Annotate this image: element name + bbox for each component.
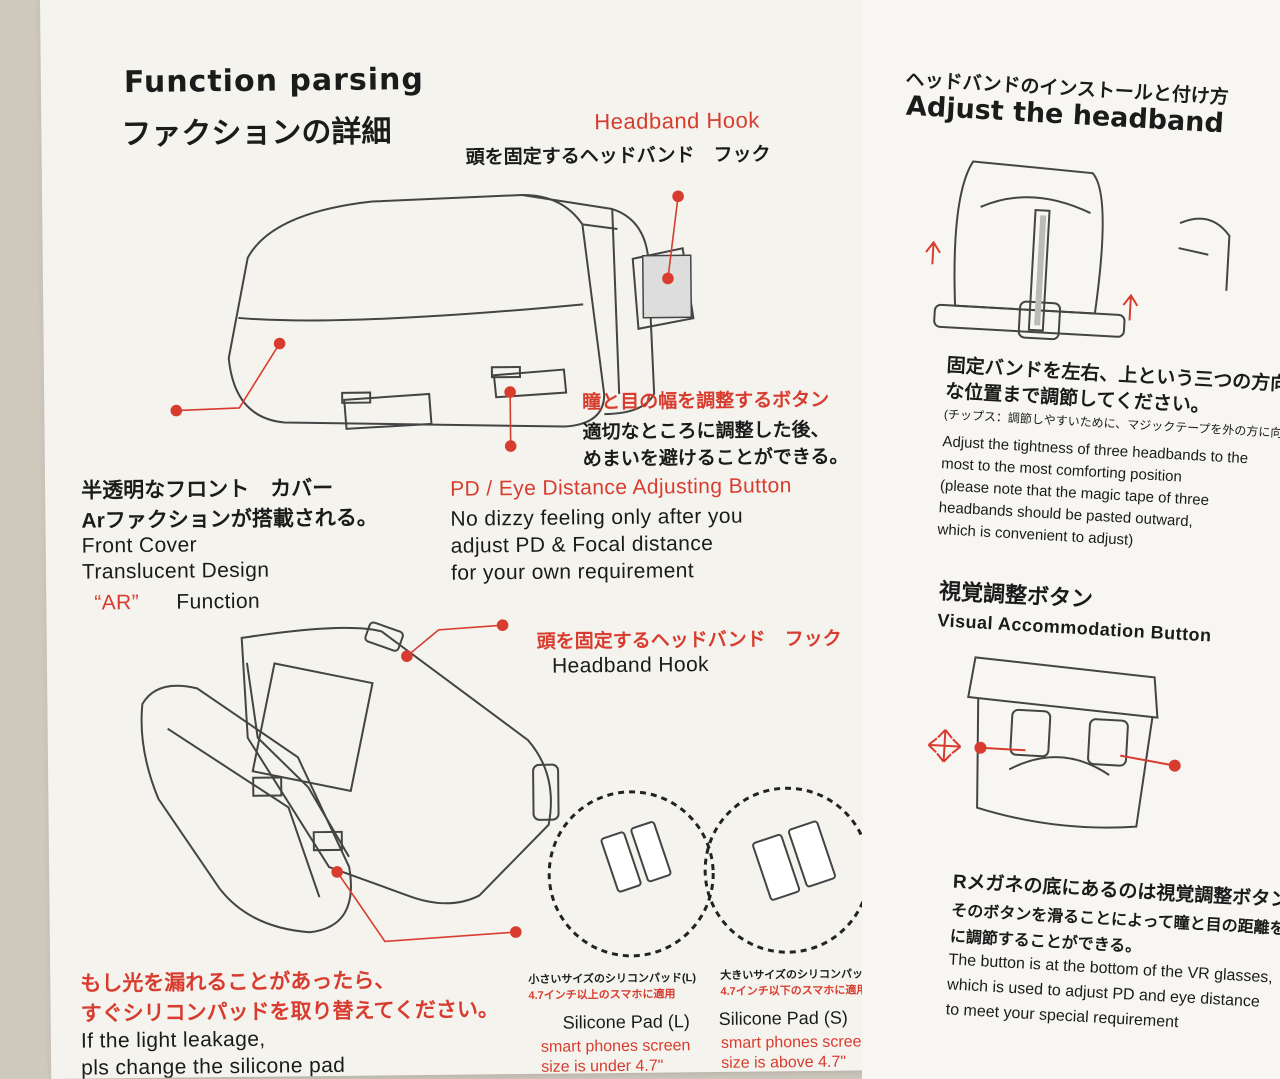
left-manual-page: Function parsing ファクションの詳細 Headband Hook…	[40, 0, 882, 1079]
ar-label: “AR”	[94, 590, 140, 615]
light-jp-1: もし光を漏れることがあったら、	[80, 969, 396, 996]
pd-button-en: PD / Eye Distance Adjusting Button	[450, 474, 792, 501]
light-en-1: If the light leakage,	[80, 1027, 266, 1053]
pad-s-desc-2: size is above 4.7"	[721, 1053, 847, 1072]
title-en: Function parsing	[123, 61, 425, 101]
pd-desc-jp-1: 適切なところに調整した後、	[582, 419, 830, 444]
light-en-2: pls change the silicone pad	[81, 1053, 346, 1079]
headband-hook-jp: 頭を固定するヘッドバンド フック	[465, 144, 771, 169]
pad-s-jp-1: 大きいサイズのシリコンパッド(S)	[720, 968, 882, 982]
headband-illustrations	[925, 160, 1231, 829]
front-en-2: Translucent Design	[81, 558, 270, 584]
light-jp-2: すぐシリコンパッドを取り替えてください。	[80, 998, 500, 1026]
front-jp-2: Arファクションが搭載される。	[81, 506, 378, 533]
pd-desc-en-3: for your own requirement	[450, 559, 695, 585]
pd-desc-jp-2: めまいを避けることができる。	[582, 446, 849, 471]
pad-l-jp-1: 小さいサイズのシリコンパッド(L)	[528, 972, 697, 986]
pad-l-en: Silicone Pad (L)	[562, 1011, 690, 1033]
pd-desc-en-2: adjust PD & Focal distance	[450, 531, 714, 558]
pad-s-en: Silicone Pad (S)	[718, 1007, 848, 1029]
right-manual-page: ヘッドバンドのインストールと付け方 Adjust the headband 固定…	[862, 0, 1280, 1079]
headband-hook2-en: Headband Hook	[551, 653, 710, 678]
pad-l-desc-2: size is under 4.7"	[541, 1057, 664, 1076]
pad-l-jp-2: 4.7インチ以上のスマホに適用	[528, 988, 676, 1002]
headband-hook-en: Headband Hook	[594, 107, 760, 135]
title-jp: ファクションの詳細	[121, 115, 392, 152]
pad-s-desc-1: smart phones screen	[720, 1033, 871, 1052]
pad-l-desc-1: smart phones screen	[540, 1037, 691, 1056]
front-jp-1: 半透明なフロント カバー	[81, 476, 334, 503]
vr-headset-illustrations	[140, 190, 871, 958]
pd-desc-en-1: No dizzy feeling only after you	[450, 504, 744, 531]
pd-button-jp: 瞳と目の幅を調整するボタン	[582, 389, 830, 414]
pad-s-jp-2: 4.7インチ以下のスマホに適用	[720, 984, 868, 998]
headband-hook2-jp: 頭を固定するヘッドバンド フック	[536, 628, 842, 653]
front-en-1: Front Cover	[81, 533, 198, 558]
function-label: Function	[176, 589, 261, 614]
